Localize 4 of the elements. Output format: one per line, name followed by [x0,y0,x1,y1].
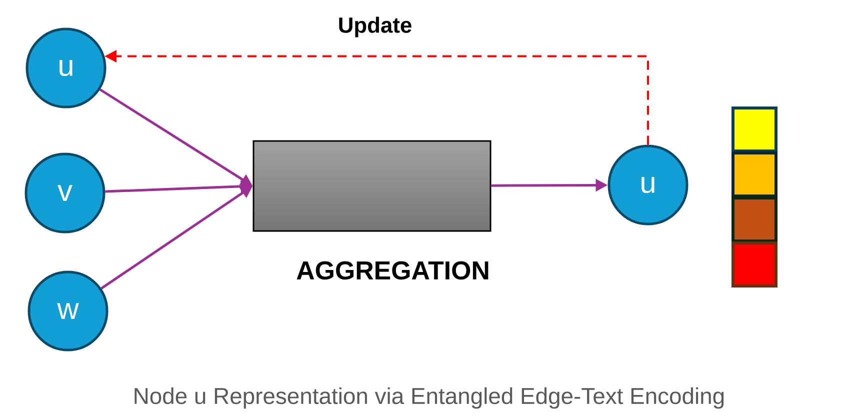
caption: Node u Representation via Entangled Edge-Text Encoding [134,387,724,409]
edge-label: Update [336,16,414,38]
box-heading: AGGREGATION [296,261,488,280]
aggregation-box [252,140,492,232]
